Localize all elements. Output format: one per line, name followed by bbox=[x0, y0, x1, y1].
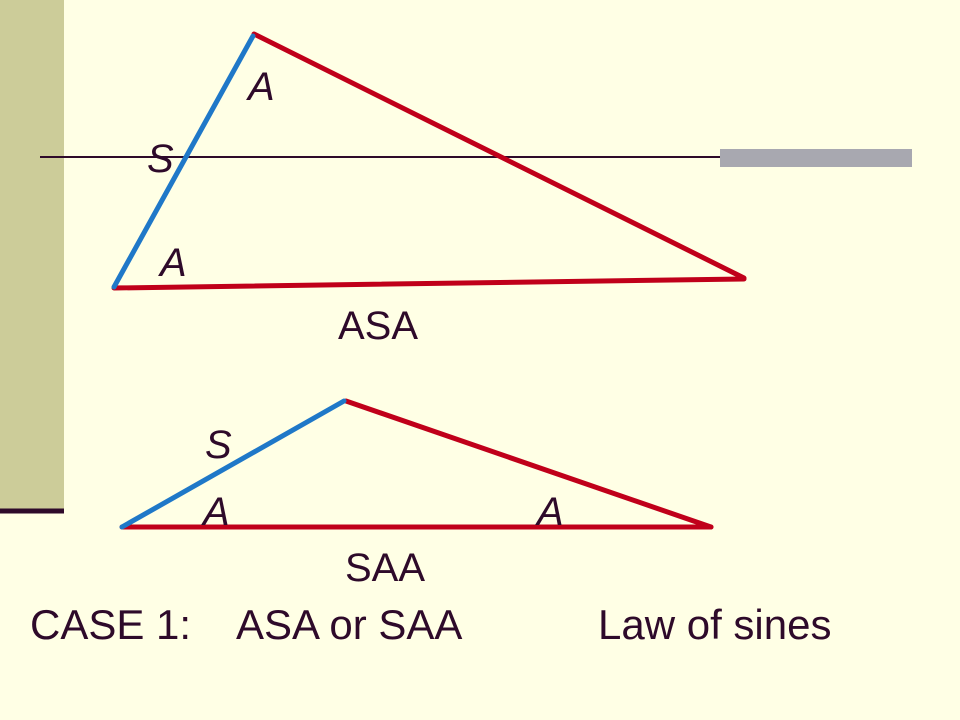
saa-right-angle-label: A bbox=[535, 490, 564, 534]
title-rule-gray-bar bbox=[720, 149, 912, 167]
asa-side-label: S bbox=[147, 137, 174, 181]
footer-cases-text: ASA or SAA bbox=[236, 601, 463, 648]
sidebar-band bbox=[0, 0, 64, 510]
saa-side-label: S bbox=[205, 423, 232, 467]
asa-side-top bbox=[251, 31, 747, 281]
asa-bottom-angle-label: A bbox=[158, 241, 187, 285]
saa-triangle: S A A SAA bbox=[119, 398, 714, 590]
saa-side-left bbox=[119, 398, 347, 530]
saa-left-angle-label: A bbox=[201, 490, 230, 534]
footer-case-label: CASE 1: bbox=[30, 601, 192, 648]
asa-triangle: A S A ASA bbox=[111, 31, 747, 348]
saa-case-label: SAA bbox=[345, 546, 425, 590]
saa-side-right bbox=[343, 398, 714, 530]
footer-law-text: Law of sines bbox=[598, 601, 832, 648]
asa-side-included bbox=[111, 33, 256, 290]
asa-case-label: ASA bbox=[338, 304, 418, 348]
asa-top-angle-label: A bbox=[246, 65, 275, 109]
asa-side-bottom bbox=[111, 276, 747, 291]
